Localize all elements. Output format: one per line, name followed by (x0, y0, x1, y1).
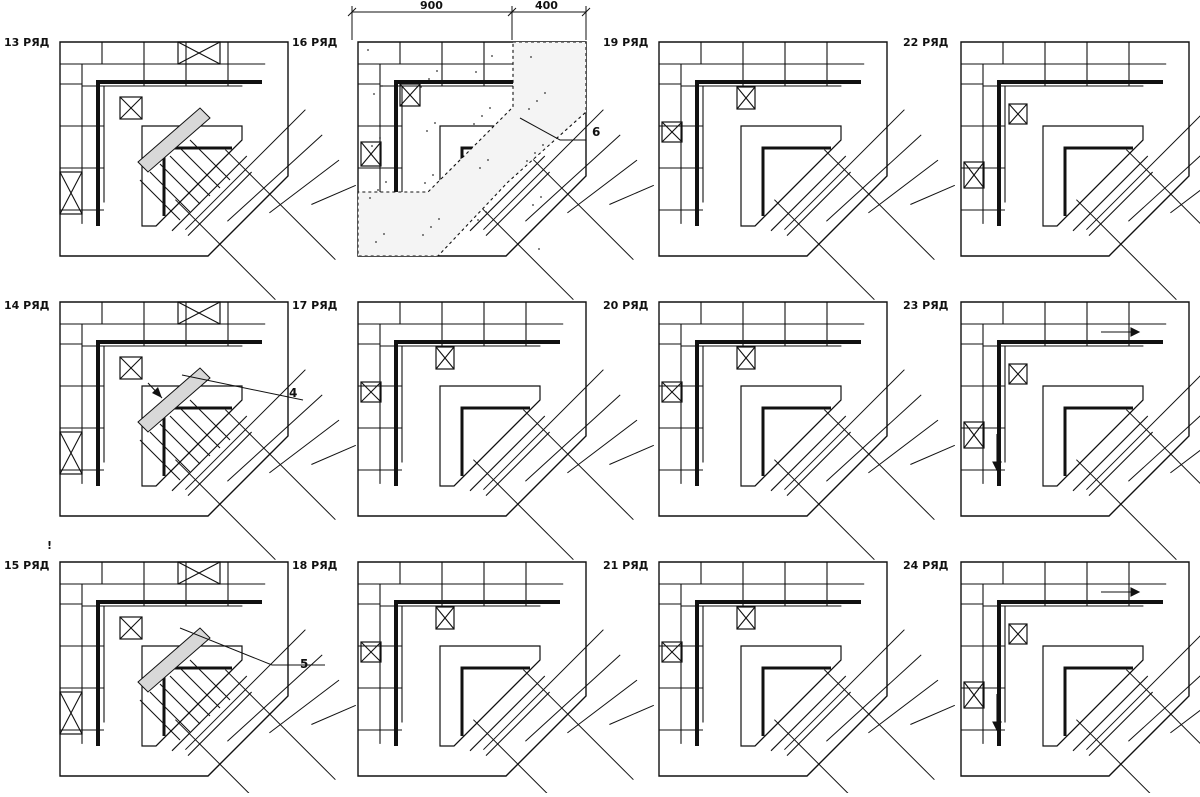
row-label: 23 РЯД (903, 299, 949, 312)
marked-bricks (59, 41, 221, 215)
marked-bricks (963, 103, 1028, 189)
panel-p22 (960, 41, 1200, 301)
dimension-400: 400 (535, 0, 558, 12)
panel-p21 (658, 561, 955, 797)
diagonal-grid (473, 109, 654, 301)
diagonal-grid (473, 629, 654, 797)
panel-p18 (357, 561, 654, 797)
diagonal-courses (453, 659, 550, 756)
outlet-arrows (992, 327, 1141, 472)
outlet-arrows (992, 587, 1141, 732)
panel-outline (658, 301, 888, 517)
panel-outline (357, 301, 587, 517)
row-label: 18 РЯД (292, 559, 338, 572)
panel-outline (960, 561, 1190, 777)
diagonal-grid (175, 109, 356, 301)
brick-courses (60, 42, 266, 224)
concrete-fill (357, 41, 587, 257)
diagonal-courses (1056, 399, 1153, 496)
marked-bricks (360, 606, 455, 663)
row-label: 19 РЯД (603, 36, 649, 49)
panels: 13 РЯД 16 РЯД 19 РЯД 22 РЯД 14 РЯД 17 РЯД 20 Р… (4, 36, 1200, 797)
diagonal-grid (774, 629, 955, 797)
row-label: 15 РЯД (4, 559, 50, 572)
panel-outline (59, 301, 289, 517)
panel-p14 (59, 301, 356, 561)
brick-courses (659, 42, 865, 224)
panel-outline (960, 41, 1190, 257)
diagonal-courses (754, 399, 851, 496)
row-label: 16 РЯД (292, 36, 338, 49)
panel-outline (59, 41, 289, 257)
panel-outline (658, 41, 888, 257)
panel-outline (59, 561, 289, 777)
marked-bricks (963, 623, 1028, 709)
dimension-group (347, 6, 591, 40)
brick-courses (659, 562, 865, 744)
dimension-900: 900 (420, 0, 443, 12)
marked-bricks (59, 301, 221, 475)
row-label: 22 РЯД (903, 36, 949, 49)
marked-bricks (661, 606, 756, 663)
callout-6: 6 (592, 125, 600, 139)
diagonal-courses (155, 659, 252, 756)
stray-mark: ! (47, 539, 52, 552)
marked-bricks (360, 83, 421, 167)
diagonal-courses (453, 399, 550, 496)
marked-bricks (59, 561, 221, 735)
panel-p15 (59, 561, 356, 797)
diagonal-courses (1056, 659, 1153, 756)
insulation-strip (137, 367, 231, 481)
row-label: 21 РЯД (603, 559, 649, 572)
diagonal-grid (1076, 635, 1200, 797)
row-label: 20 РЯД (603, 299, 649, 312)
brick-courses (358, 302, 564, 484)
panel-p17 (357, 301, 654, 561)
diagonal-courses (155, 139, 252, 236)
panel-outline (960, 301, 1190, 517)
row-label: 13 РЯД (4, 36, 50, 49)
diagonal-grid (774, 109, 955, 301)
panel-outline (658, 561, 888, 777)
brick-courses (60, 302, 266, 484)
panel-outline (357, 561, 587, 777)
brick-courses (961, 562, 1167, 744)
callout-5: 5 (300, 657, 308, 671)
insulation-strip (137, 627, 231, 741)
marked-bricks (661, 346, 756, 403)
callout-4-arrowhead (152, 387, 162, 398)
row-label: 17 РЯД (292, 299, 338, 312)
panel-p13 (59, 41, 356, 301)
diagonal-grid (473, 369, 654, 561)
diagonal-courses (155, 399, 252, 496)
brick-courses (60, 562, 266, 744)
diagonal-courses (1056, 139, 1153, 236)
diagonal-grid (1076, 115, 1200, 301)
diagonal-grid (1076, 375, 1200, 561)
diagonal-grid (774, 369, 955, 561)
panel-p24 (960, 561, 1200, 797)
diagonal-courses (754, 139, 851, 236)
insulation-strip (137, 107, 231, 221)
marked-bricks (963, 363, 1028, 449)
callout-4: 4 (289, 386, 297, 400)
panel-p19 (658, 41, 955, 301)
panel-p20 (658, 301, 955, 561)
row-label: 24 РЯД (903, 559, 949, 572)
diagonal-grid (175, 629, 356, 797)
panel-p23 (960, 301, 1200, 561)
row-label: 14 РЯД (4, 299, 50, 312)
marked-bricks (661, 86, 756, 143)
diagonal-grid (175, 369, 356, 561)
panel-p16 (357, 41, 654, 301)
marked-bricks (360, 346, 455, 403)
diagonal-courses (754, 659, 851, 756)
brick-courses (659, 302, 865, 484)
